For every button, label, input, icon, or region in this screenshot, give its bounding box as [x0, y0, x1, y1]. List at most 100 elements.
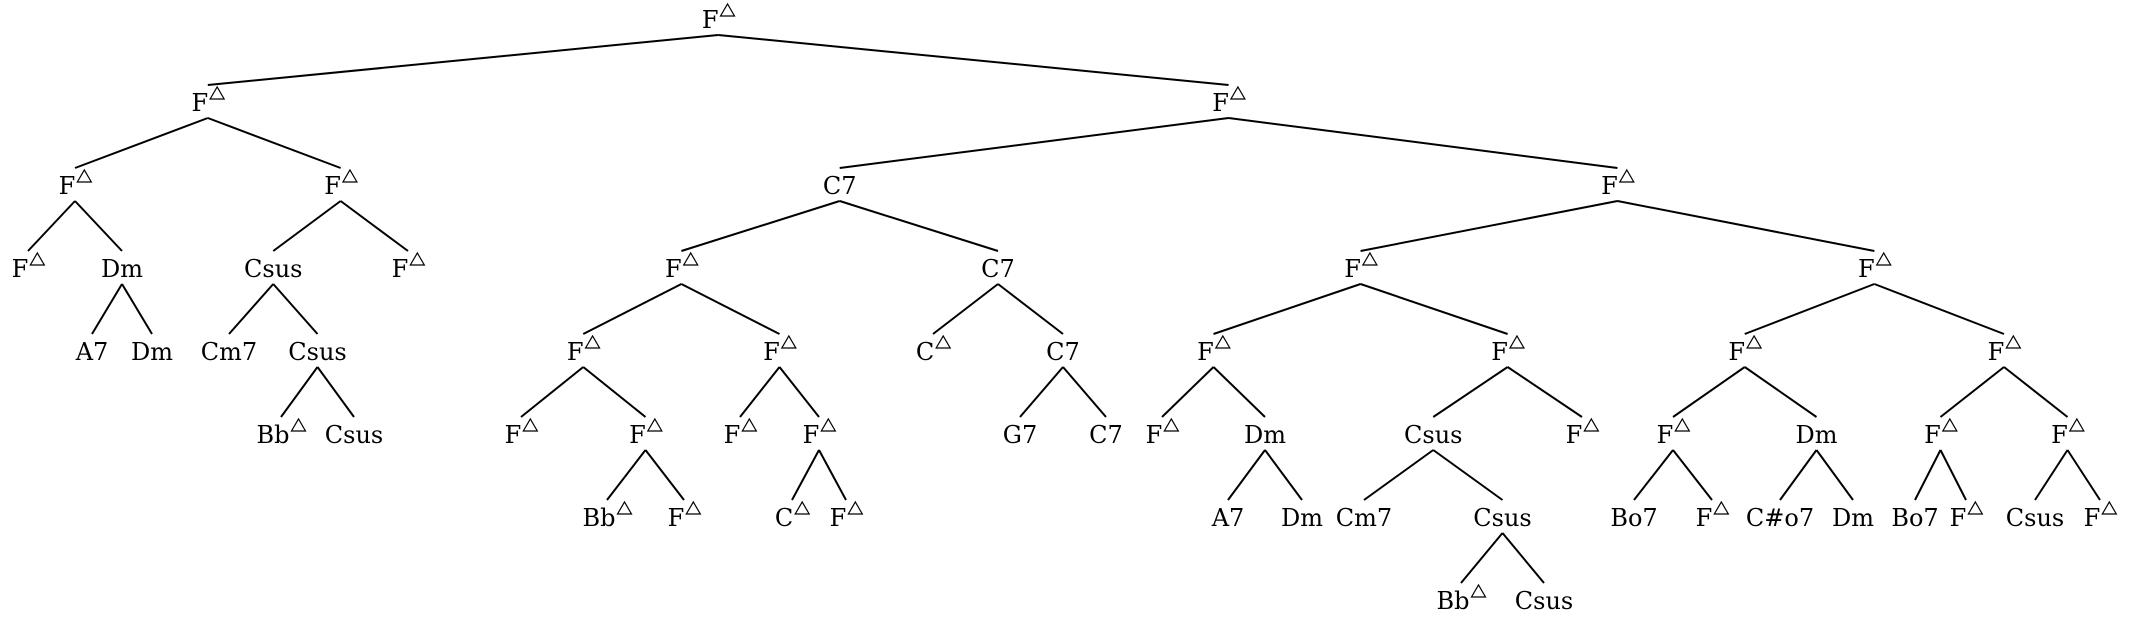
tree-node: Bb — [583, 500, 633, 532]
tree-edge — [997, 283, 1064, 335]
chord-label: F — [724, 421, 741, 449]
tree-node: F — [392, 251, 426, 283]
tree-edge — [1161, 366, 1215, 418]
tree-edge — [818, 449, 847, 501]
tree-edge — [839, 200, 999, 252]
tree-node: Bo7 — [1891, 504, 1938, 532]
chord-label: Bo7 — [1610, 504, 1657, 532]
tree-edge — [1672, 449, 1713, 501]
chord-label: C7 — [1089, 421, 1123, 449]
tree-node: F — [1657, 417, 1691, 449]
tree-edge — [1507, 366, 1583, 418]
chord-label: F — [324, 172, 341, 200]
chord-label: F — [191, 89, 208, 117]
tree-node: C7 — [981, 255, 1015, 283]
tree-node: F — [1728, 334, 1763, 366]
chord-label: F — [763, 338, 780, 366]
tree-node: C7 — [1089, 421, 1123, 449]
chord-label: F — [629, 421, 646, 449]
major-seventh-triangle-icon — [76, 168, 93, 183]
major-seventh-triangle-icon — [522, 417, 539, 432]
tree-node: Dm — [1796, 421, 1838, 449]
major-seventh-triangle-icon — [1508, 334, 1525, 349]
tree-edge — [1672, 366, 1746, 418]
tree-edge — [1874, 283, 2005, 335]
major-seventh-triangle-icon — [1875, 251, 1892, 266]
chord-label: G7 — [1003, 421, 1037, 449]
major-seventh-triangle-icon — [682, 251, 699, 266]
tree-edge — [1212, 366, 1266, 418]
chord-label: Csus — [288, 338, 346, 366]
tree-node: F — [1950, 500, 1984, 532]
tree-edge — [1939, 366, 2005, 418]
tree-edge — [1914, 449, 1942, 501]
tree-edge — [680, 283, 780, 335]
chord-label: C7 — [981, 255, 1015, 283]
tree-node: Bb — [1437, 583, 1487, 615]
tree-edge — [91, 283, 123, 335]
chord-label: Csus — [244, 255, 302, 283]
tree-node: F — [1344, 251, 1378, 283]
tree-edge — [280, 366, 319, 418]
major-seventh-triangle-icon — [1967, 500, 1984, 515]
tree-node: Csus — [1404, 421, 1462, 449]
tree-edge — [1264, 449, 1303, 501]
chord-label: F — [12, 255, 29, 283]
chord-label: F — [1950, 504, 1967, 532]
tree-edge — [1744, 283, 1875, 335]
tree-edge — [1228, 117, 1618, 169]
tree-edge — [1360, 200, 1618, 252]
tree-node: F — [665, 251, 699, 283]
major-seventh-triangle-icon — [719, 2, 736, 17]
tree-edge — [739, 366, 781, 418]
major-seventh-triangle-icon — [209, 85, 226, 100]
chord-label: F — [1212, 89, 1229, 117]
tree-node: F — [1212, 85, 1246, 117]
tree-node: Csus — [2006, 504, 2064, 532]
chord-label: F — [668, 504, 685, 532]
major-seventh-triangle-icon — [1618, 168, 1635, 183]
tree-node: Csus — [1473, 504, 1531, 532]
tree-edge — [272, 283, 319, 335]
tree-edge — [1617, 200, 1875, 252]
chord-label: F — [1601, 172, 1618, 200]
tree-node: C — [916, 334, 952, 366]
chord-label: Csus — [325, 421, 383, 449]
chord-label: Csus — [1404, 421, 1462, 449]
tree-edge — [1779, 449, 1818, 501]
tree-edge — [207, 117, 341, 169]
chord-label: F — [1146, 421, 1163, 449]
tree-node: C#o7 — [1746, 504, 1814, 532]
chord-label: F — [702, 6, 719, 34]
tree-edge — [1460, 532, 1504, 584]
chord-label: F — [1696, 504, 1713, 532]
tree-edge — [1744, 366, 1818, 418]
tree-node: F — [702, 2, 736, 34]
tree-node: F — [1858, 251, 1892, 283]
chord-label: A7 — [75, 338, 109, 366]
chord-label: Bb — [257, 421, 290, 449]
tree-node: F — [1924, 417, 1958, 449]
tree-node: A7 — [75, 338, 109, 366]
tree-node: F — [59, 168, 93, 200]
tree-edge — [718, 34, 1229, 86]
tree-edge — [1019, 366, 1064, 418]
chord-label: Csus — [2006, 504, 2064, 532]
chord-label: Dm — [1281, 504, 1323, 532]
chord-label: F — [1491, 338, 1508, 366]
tree-node: Dm — [1832, 504, 1874, 532]
major-seventh-triangle-icon — [1361, 251, 1378, 266]
tree-edge — [272, 200, 342, 252]
tree-node: A7 — [1211, 504, 1245, 532]
tree-edge — [1360, 283, 1508, 335]
tree-node: F — [1491, 334, 1525, 366]
tree-edges — [27, 34, 2101, 584]
chord-label: F — [830, 504, 847, 532]
tree-node: F — [629, 417, 663, 449]
major-seventh-triangle-icon — [341, 168, 358, 183]
chord-label: C — [916, 338, 934, 366]
chord-label: F — [1728, 338, 1745, 366]
tree-node: G7 — [1003, 421, 1037, 449]
tree-node: Csus — [1515, 587, 1573, 615]
